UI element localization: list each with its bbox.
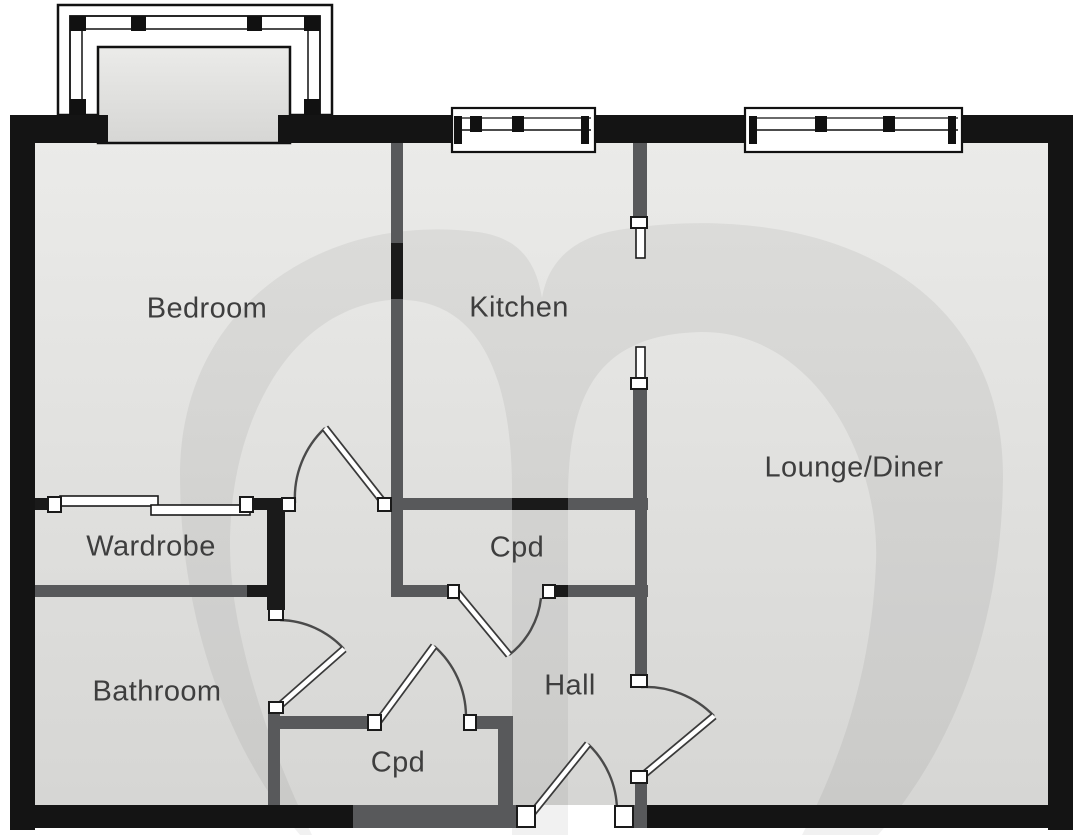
hall-lounge-wall xyxy=(635,510,647,675)
bottom-wall-stub-gray xyxy=(633,805,647,828)
entrance-door-swing-arc xyxy=(587,743,619,811)
bedroom-bay-window-mullion-3 xyxy=(304,16,320,31)
kitchen-lounge-wall-lower xyxy=(633,389,647,498)
bathroom-door-jamb-bottom xyxy=(268,701,284,714)
cpd-bottom-right-wall xyxy=(498,716,513,806)
wardrobe-sliding-door-panel-1 xyxy=(150,504,251,516)
bedroom-kitchen-divider xyxy=(391,143,403,498)
lounge-door-leaf xyxy=(639,714,716,779)
bedroom-bay-window-mullion-0 xyxy=(70,16,86,31)
left-exterior-wall xyxy=(10,115,35,830)
bathroom-door-swing-arc xyxy=(279,618,345,650)
cpd-bottom-top-wall-left xyxy=(268,716,370,729)
bathroom-door-leaf xyxy=(275,647,346,710)
lounge-door-swing-arc xyxy=(640,685,715,717)
bottom-wall-left xyxy=(10,805,353,828)
bedroom-door-jamb-left xyxy=(281,497,296,512)
cpdb-door-jamb-left xyxy=(367,714,382,731)
room-label-hall: Hall xyxy=(544,669,596,702)
entrance-jamb-left xyxy=(516,805,536,828)
top-wall-seg-c xyxy=(595,115,745,143)
bedroom-door-leaf xyxy=(323,426,386,505)
top-wall-seg-b xyxy=(278,115,453,143)
kitchen-lounge-wall-upper xyxy=(633,143,647,218)
metropix-m-watermark xyxy=(180,223,1004,835)
kitchen-window-post-1 xyxy=(581,116,589,144)
wardrobe-bathroom-black xyxy=(247,585,285,597)
room-label-wardrobe: Wardrobe xyxy=(86,530,216,563)
floor-area-0 xyxy=(35,140,1048,805)
lounge-door-jamb-top xyxy=(630,674,648,688)
cpd-middle-door-leaf xyxy=(454,589,511,657)
room-label-cpd-bottom: Cpd xyxy=(370,746,426,779)
cpd-left-wall xyxy=(391,510,403,585)
room-label-kitchen: Kitchen xyxy=(469,291,569,324)
kitchen-arch-cap-top xyxy=(630,216,648,229)
bedroom-bay-window-mullion-2 xyxy=(247,16,262,31)
room-label-cpd-middle: Cpd xyxy=(489,531,545,564)
right-exterior-wall xyxy=(1048,115,1073,830)
hall-top-wall xyxy=(568,585,648,597)
bedroom-bay-window-mullion-4 xyxy=(70,99,86,115)
kitchen-arch-cap-bottom xyxy=(630,377,648,390)
room-label-lounge-diner: Lounge/Diner xyxy=(764,451,944,484)
bedroom-bay-window-opening xyxy=(96,45,292,145)
bedroom-bay-window-mullion-1 xyxy=(131,16,146,31)
lounge-window-mullion-1 xyxy=(883,116,895,132)
lounge-window-mullion-0 xyxy=(815,116,827,132)
bedroom-door-jamb-right xyxy=(377,497,392,512)
kitchen-arch-stub-bottom xyxy=(635,346,646,380)
lounge-window-post-0 xyxy=(749,116,757,144)
cpd-bottom-black xyxy=(555,585,568,597)
cpd-bottom-door-leaf xyxy=(376,644,436,724)
bathroom-door-jamb-top xyxy=(268,608,284,621)
kitchen-window-mullion-1 xyxy=(512,116,524,132)
bottom-wall-right xyxy=(647,805,1073,828)
wardrobe-slide-jamb-left xyxy=(47,496,62,513)
top-wall-seg-a xyxy=(10,115,108,143)
cpd-bottom-door-swing-arc xyxy=(433,645,468,717)
lounge-window-post-1 xyxy=(948,116,956,144)
wardrobe-right-column xyxy=(267,498,285,610)
entrance-door-leaf xyxy=(528,742,590,818)
bathroom-cpd-wall xyxy=(268,713,280,805)
cpdb-door-jamb-right xyxy=(463,714,477,731)
cpd-middle-door-swing-arc xyxy=(508,597,543,656)
kitchen-window-post-0 xyxy=(454,116,462,144)
kitchen-bottom-feature xyxy=(512,498,568,510)
bedroom-kitchen-feature xyxy=(391,243,403,299)
lounge-door-jamb-bottom xyxy=(630,770,648,784)
bedroom-bay-window-mullion-5 xyxy=(304,99,320,115)
hall-lounge-stub xyxy=(635,783,647,805)
bottom-wall-mid-gray xyxy=(353,805,517,828)
bedroom-bottom-stub-left xyxy=(35,498,48,510)
wardrobe-sliding-door-panel-0 xyxy=(59,495,159,507)
cpd-door-jamb-right xyxy=(542,584,556,599)
room-label-bathroom: Bathroom xyxy=(92,675,222,708)
wardrobe-bathroom-wall xyxy=(35,585,247,597)
bedroom-door-swing-arc xyxy=(293,427,326,504)
kitchen-window-mullion-0 xyxy=(470,116,482,132)
room-label-bedroom: Bedroom xyxy=(146,292,268,325)
cpd-door-jamb-left xyxy=(447,584,460,599)
kitchen-arch-stub-top xyxy=(635,227,646,259)
top-wall-seg-d xyxy=(962,115,1073,143)
wardrobe-slide-jamb-right xyxy=(239,496,254,513)
cpd-bottom-wall-left xyxy=(391,585,448,597)
entrance-jamb-right xyxy=(614,805,634,828)
